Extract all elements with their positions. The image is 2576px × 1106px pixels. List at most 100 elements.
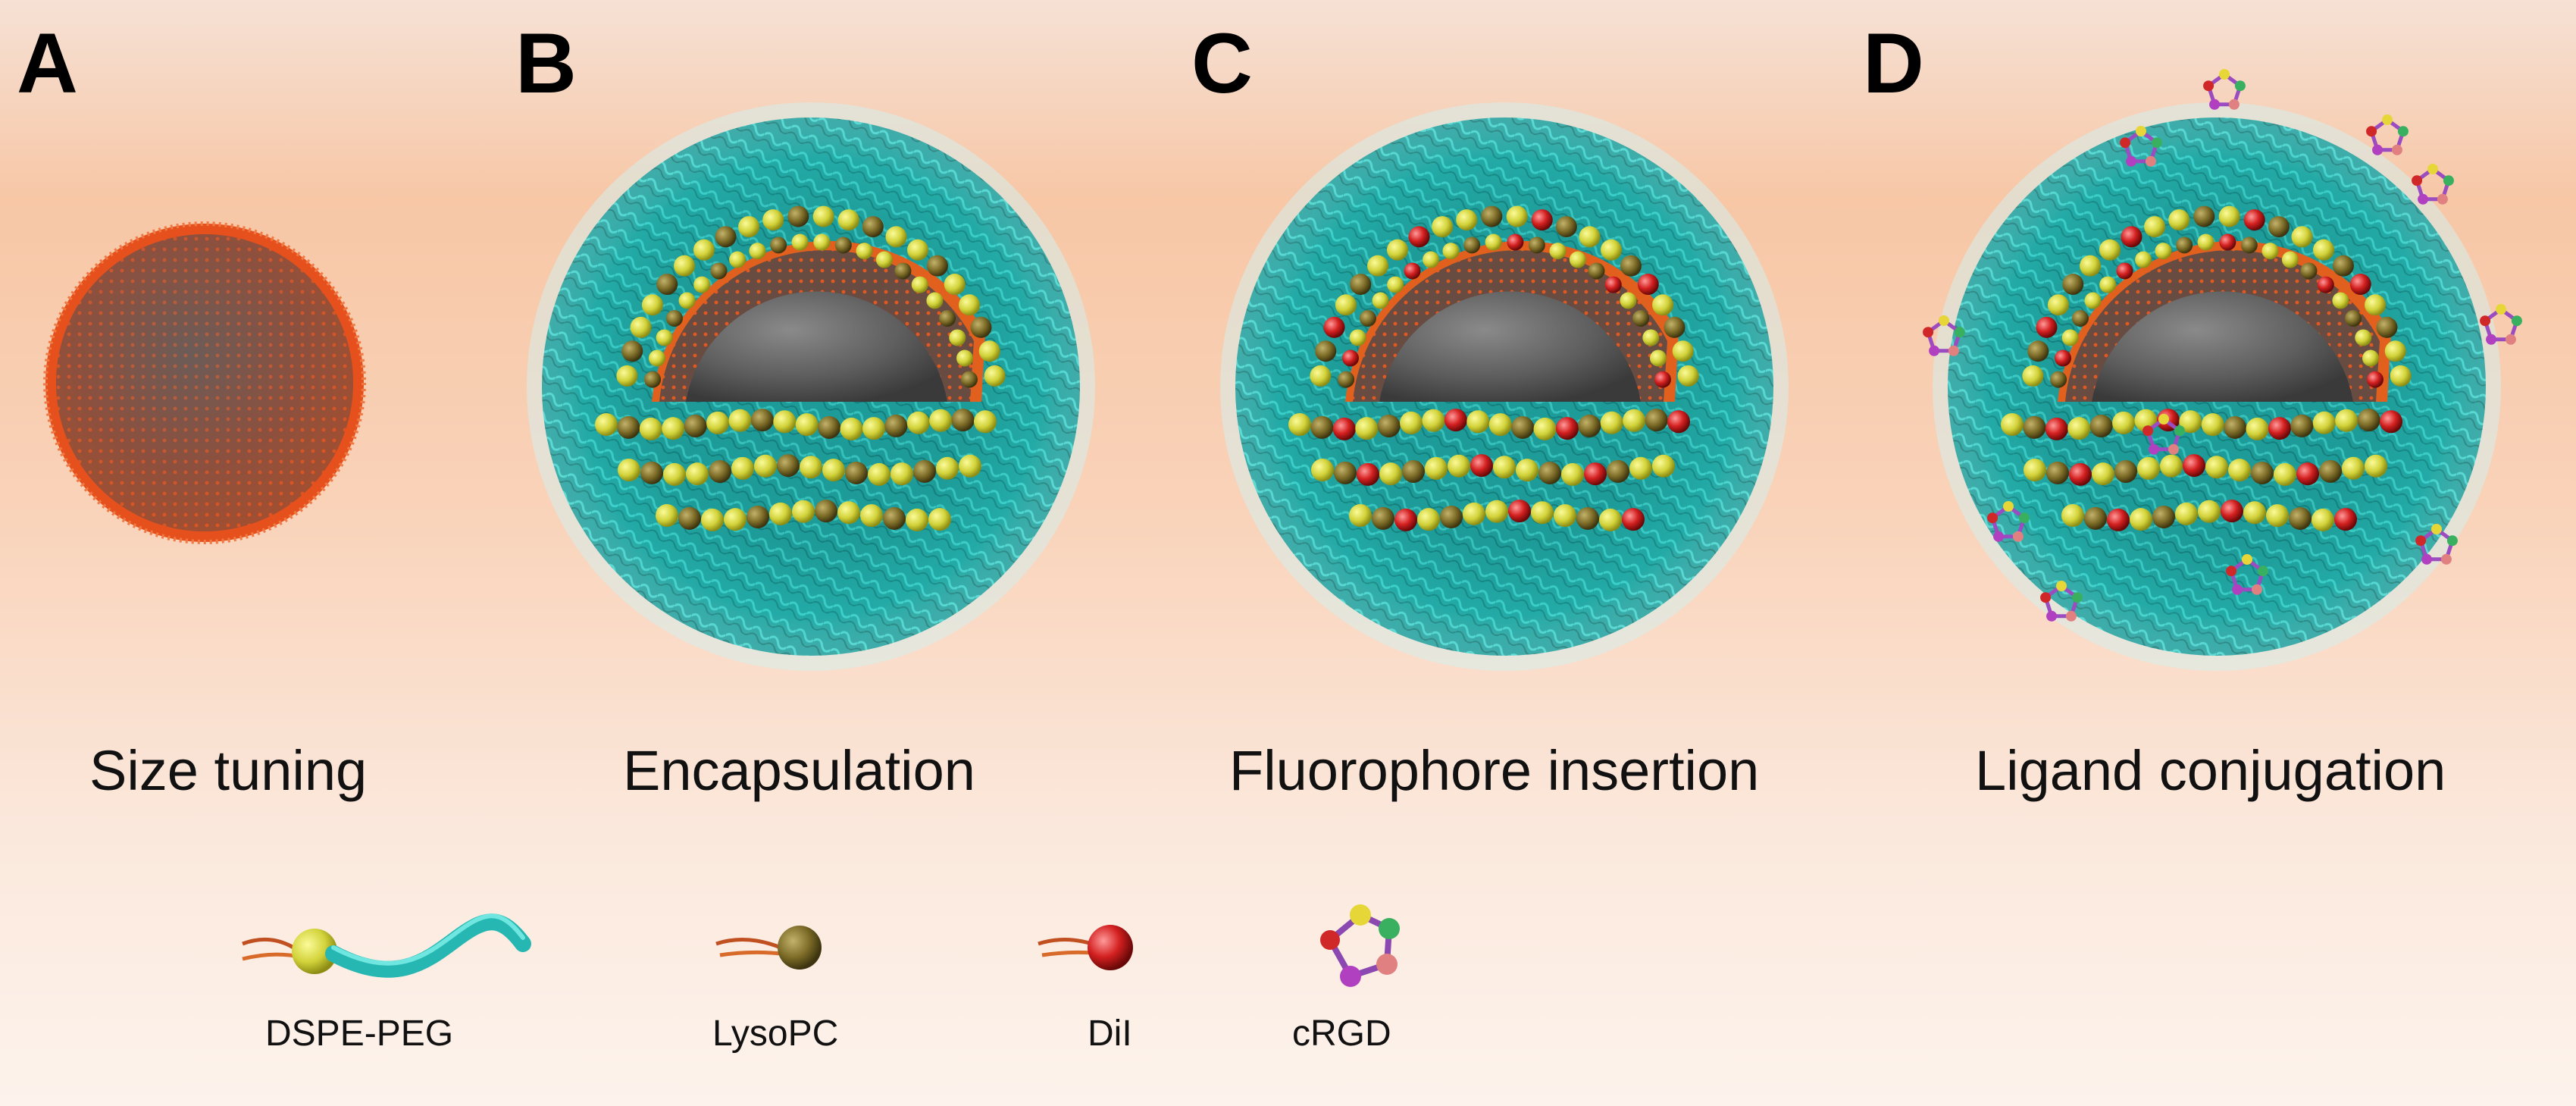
headgroup-bead: [1642, 329, 1660, 346]
headgroup-bead: [2067, 417, 2091, 440]
crgd-bead: [2142, 425, 2154, 437]
headgroup-bead: [1601, 239, 1623, 261]
headgroup-bead: [2155, 243, 2172, 260]
headgroup-bead: [1463, 237, 1481, 254]
headgroup-bead: [2045, 417, 2068, 440]
headgroup-bead: [2069, 462, 2092, 486]
headgroup-bead: [710, 262, 728, 280]
headgroup-bead: [800, 456, 822, 479]
crgd-bead: [2427, 164, 2438, 174]
crgd-bead: [1948, 345, 1959, 356]
headgroup-bead: [1599, 508, 1622, 531]
headgroup-bead: [1481, 205, 1503, 227]
headgroup-bead: [2274, 462, 2296, 486]
headgroup-bead: [2135, 251, 2152, 268]
panel-label-c: C: [1191, 16, 1253, 111]
headgroup-bead: [1654, 371, 1671, 388]
headgroup-bead: [2197, 233, 2214, 251]
headgroup-bead: [1584, 462, 1607, 486]
headgroup-bead: [837, 209, 859, 231]
headgroup-bead: [2176, 237, 2193, 254]
headgroup-bead: [868, 462, 890, 486]
headgroup-bead: [2376, 316, 2398, 338]
crgd-bead: [2437, 193, 2448, 205]
headgroup-bead: [2266, 504, 2289, 528]
crgd-bead: [2136, 126, 2146, 136]
headgroup-bead: [2313, 239, 2335, 261]
headgroup-bead: [2179, 410, 2202, 434]
headgroup-bead: [2130, 508, 2152, 531]
headgroup-bead: [1408, 226, 1430, 248]
headgroup-bead: [1645, 409, 1668, 432]
crgd-bead: [2232, 584, 2243, 595]
headgroup-bead: [2296, 462, 2319, 486]
headgroup-bead: [749, 243, 766, 260]
headgroup-bead: [1672, 340, 1694, 362]
crgd-bead: [1954, 327, 1965, 338]
headgroup-bead: [1623, 409, 1646, 432]
headgroup-bead: [1579, 226, 1601, 248]
caption-size-tuning: Size tuning: [89, 739, 368, 802]
crgd-bead: [2511, 315, 2522, 327]
headgroup-bead: [944, 274, 966, 296]
headgroup-bead: [1442, 243, 1460, 260]
headgroup-bead: [2335, 409, 2358, 432]
headgroup-bead: [926, 292, 944, 309]
crgd-bead: [2056, 581, 2067, 591]
headgroup-bead: [1508, 500, 1531, 523]
headgroup-bead: [959, 454, 981, 478]
headgroup-bead: [2380, 410, 2402, 434]
crgd-bead: [2440, 553, 2452, 565]
headgroup-bead: [1600, 411, 1623, 434]
headgroup-bead: [906, 411, 930, 434]
headgroup-bead: [2332, 292, 2349, 309]
headgroup-bead: [1652, 294, 1674, 316]
headgroup-bead: [693, 239, 715, 261]
headgroup-bead: [2243, 501, 2266, 525]
headgroup-bead: [709, 460, 731, 484]
panel-label-d: D: [1863, 16, 1924, 111]
headgroup-bead: [2062, 274, 2084, 296]
headgroup-bead: [1620, 292, 1637, 309]
headgroup-bead: [640, 461, 663, 484]
headgroup-bead: [837, 501, 860, 525]
headgroup-bead: [1323, 316, 1345, 338]
headgroup-bead: [1554, 504, 1576, 528]
headgroup-bead: [1367, 255, 1389, 277]
headgroup-bead: [656, 504, 678, 527]
headgroup-bead: [894, 262, 912, 280]
headgroup-bead: [1377, 415, 1401, 438]
headgroup-bead: [656, 274, 678, 296]
headgroup-bead: [684, 415, 707, 438]
headgroup-bead: [960, 371, 978, 388]
crgd-bead: [2012, 531, 2024, 542]
crgd-bead: [2496, 304, 2506, 315]
crgd-bead: [2446, 535, 2458, 547]
headgroup-bead: [1338, 371, 1355, 388]
headgroup-bead: [2246, 417, 2269, 440]
headgroup-bead: [665, 309, 683, 327]
headgroup-bead: [2312, 411, 2336, 434]
headgroup-bead: [834, 237, 852, 254]
headgroup-bead: [2046, 461, 2069, 484]
headgroup-bead: [951, 409, 975, 432]
headgroup-bead: [2201, 413, 2224, 437]
crgd-bead: [2486, 334, 2497, 345]
headgroup-bead: [2050, 371, 2067, 388]
headgroup-bead: [777, 454, 800, 478]
crgd-bead: [2251, 584, 2262, 595]
crgd-bead: [2228, 99, 2240, 110]
headgroup-bead: [663, 462, 686, 486]
headgroup-bead: [1632, 309, 1650, 327]
headgroup-bead: [1456, 209, 1478, 231]
headgroup-bead: [618, 459, 640, 481]
headgroup-bead: [2121, 226, 2142, 248]
headgroup-bead: [674, 255, 696, 277]
headgroup-bead: [2290, 414, 2314, 437]
headgroup-bead: [860, 504, 883, 528]
crgd-bead: [2145, 155, 2156, 167]
crgd-bead: [2257, 566, 2268, 577]
headgroup-bead: [678, 292, 696, 309]
headgroup-bead: [926, 255, 948, 277]
